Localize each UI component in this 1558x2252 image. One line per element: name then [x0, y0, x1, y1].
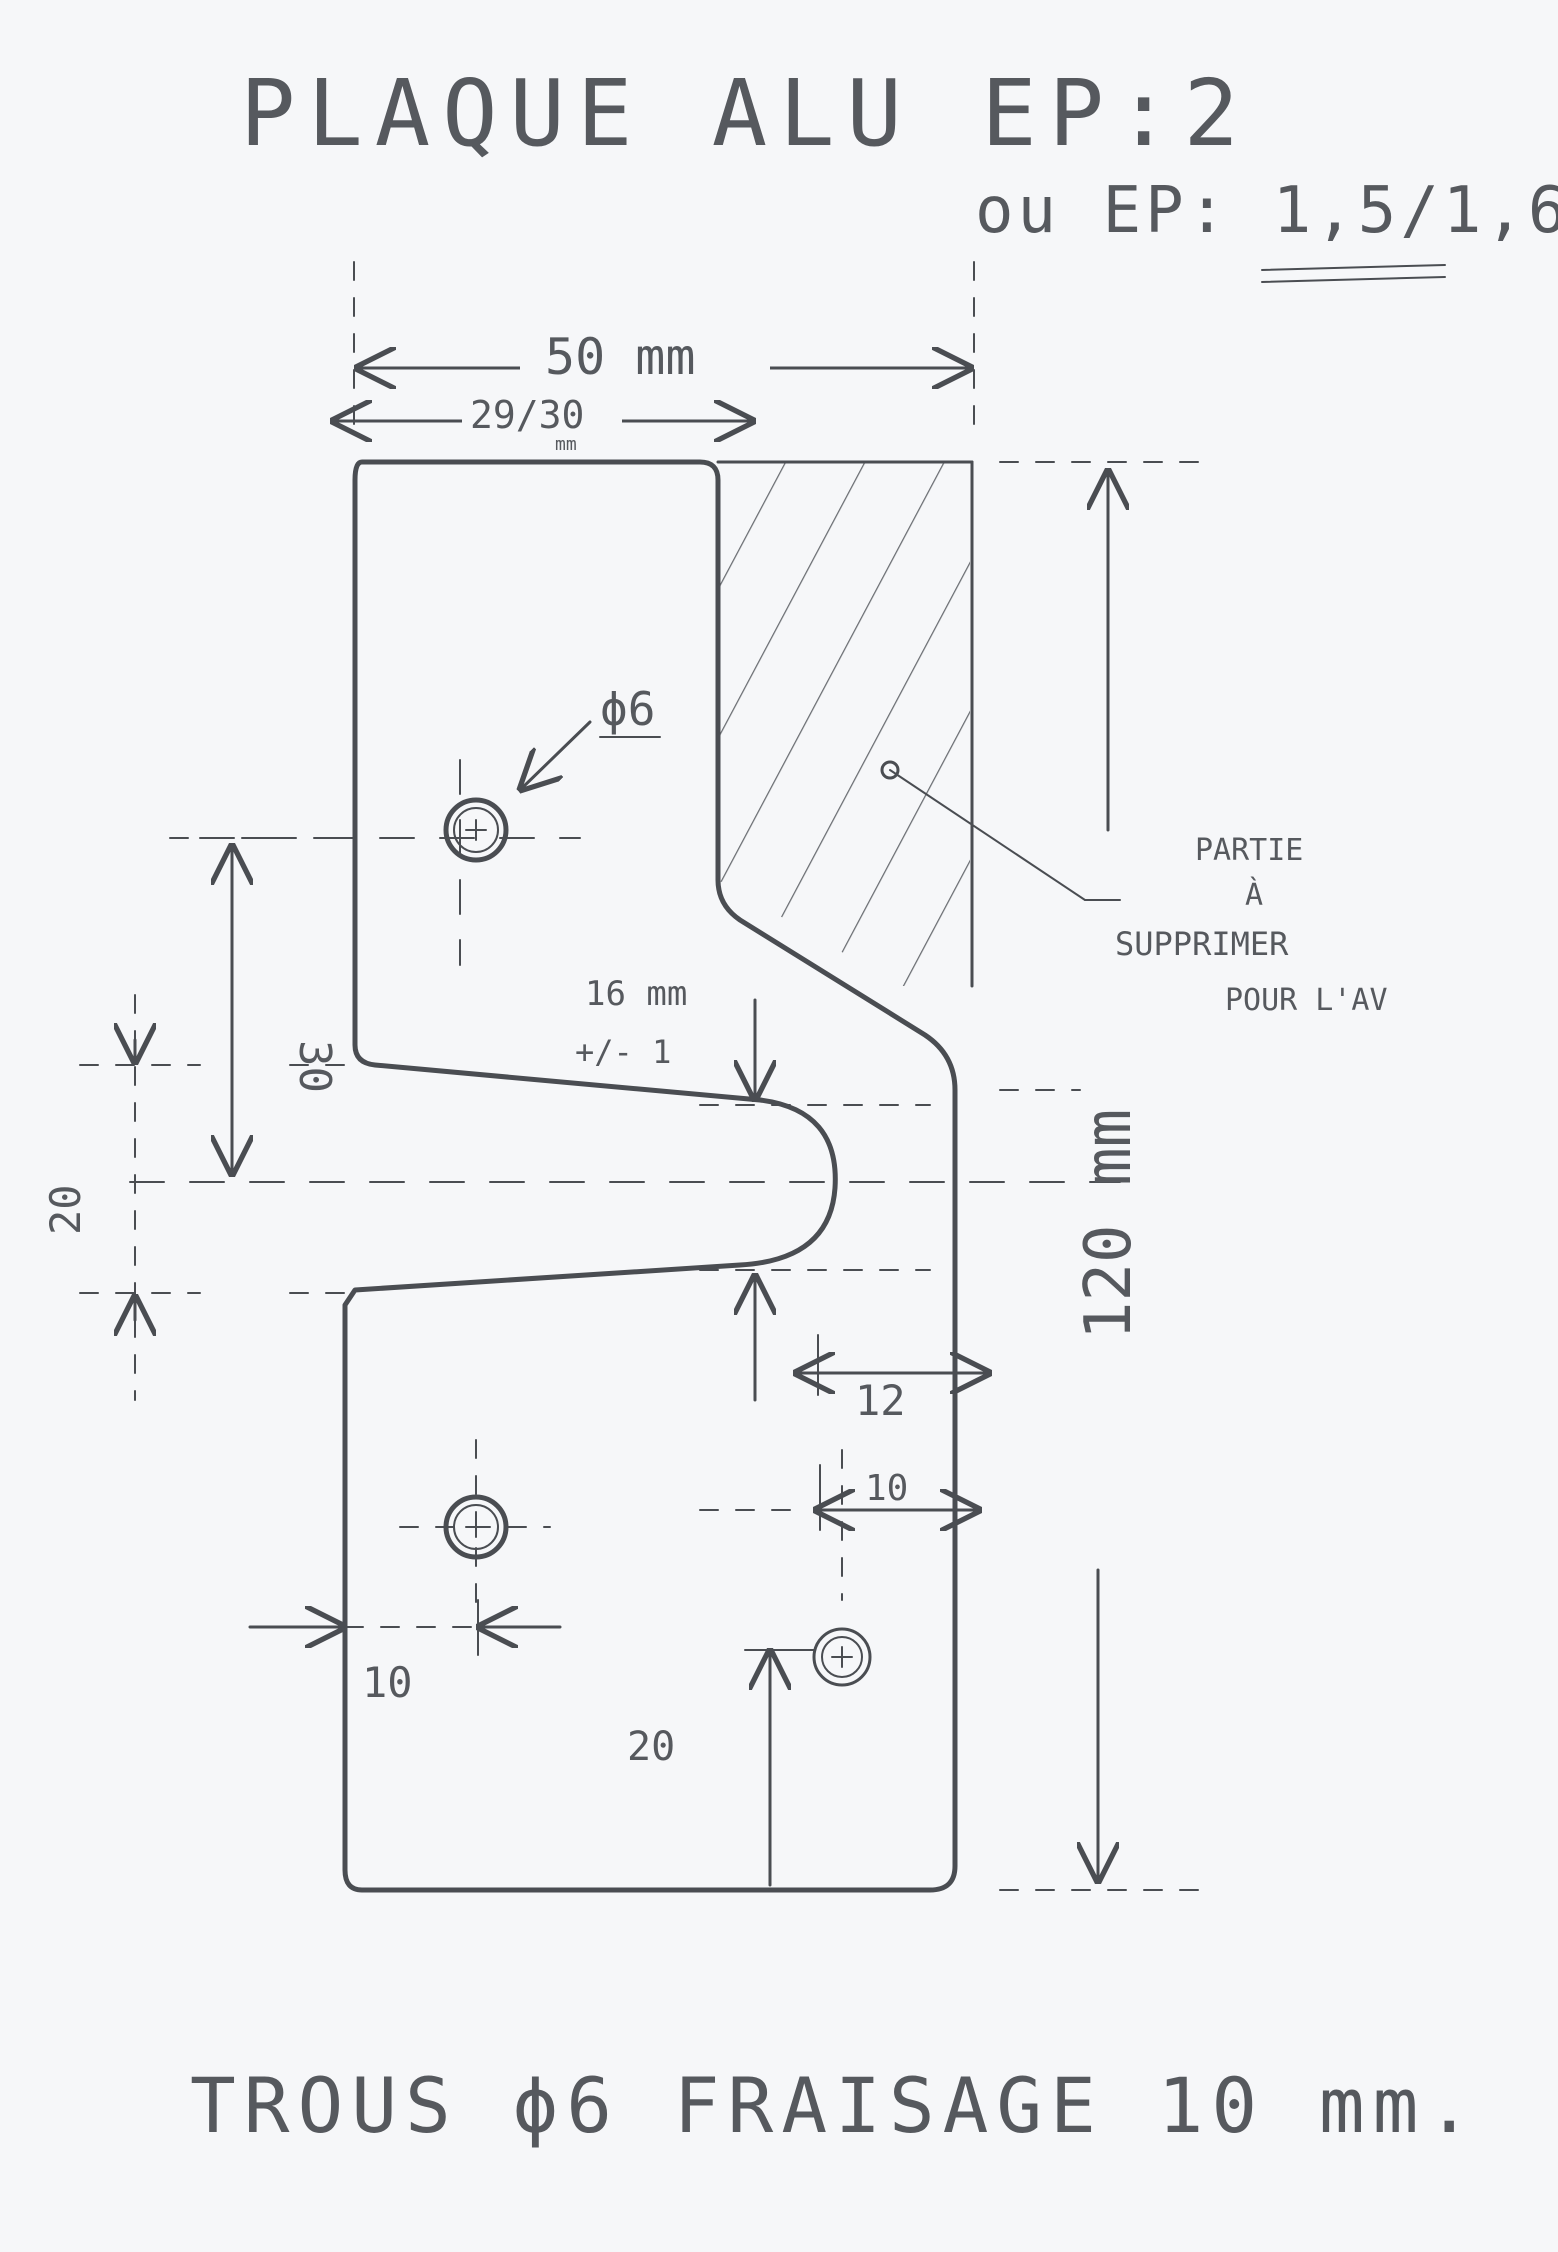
half-width-unit: mm — [555, 434, 577, 455]
hole-diameter-leader — [520, 720, 592, 790]
annotation-leader — [889, 769, 1086, 901]
overall-height-label: 120 mm — [1072, 1109, 1146, 1340]
footer-note: TROUS ϕ6 FRAISAGE 10 mm. — [190, 2061, 1480, 2150]
hole-diameter-label: ϕ6 — [600, 682, 655, 736]
annotation-line-4: POUR L'AV — [1225, 983, 1388, 1018]
subtitle: ou EP: 1,5/1,6 — [975, 174, 1558, 248]
hatched-removal-area — [718, 462, 970, 986]
left-hole-offset-label: 10 — [362, 1658, 413, 1707]
title: PLAQUE ALU EP:2 — [240, 60, 1251, 167]
annotation-line-3: SUPPRIMER — [1115, 925, 1289, 963]
annotation-line-2: À — [1245, 877, 1263, 913]
annotation-line-1: PARTIE — [1195, 833, 1303, 868]
subtitle-underline — [1261, 264, 1446, 271]
dim-label-bg-2 — [462, 390, 622, 450]
slot-depth-label: 16 mm — [585, 974, 687, 1014]
slot-offset-label: 30 — [289, 1040, 340, 1093]
right-hole-offset-label: 10 — [865, 1468, 908, 1509]
part-outline — [342, 459, 958, 1893]
subtitle-underline-2 — [1261, 276, 1446, 283]
slot-to-edge-label: 12 — [855, 1376, 906, 1425]
bottom-hole-offset-label: 20 — [627, 1724, 675, 1770]
annotation-dot — [880, 760, 900, 780]
overall-width-label: 50 mm — [545, 328, 696, 386]
hole-bottom-right-icon — [812, 1627, 872, 1687]
slot-tolerance-label: +/- 1 — [575, 1033, 671, 1071]
hole-top-icon — [443, 797, 509, 863]
slot-width-label: 20 — [41, 1184, 90, 1235]
half-width-label: 29/30 — [470, 393, 584, 437]
dim-label-bg — [520, 320, 770, 390]
